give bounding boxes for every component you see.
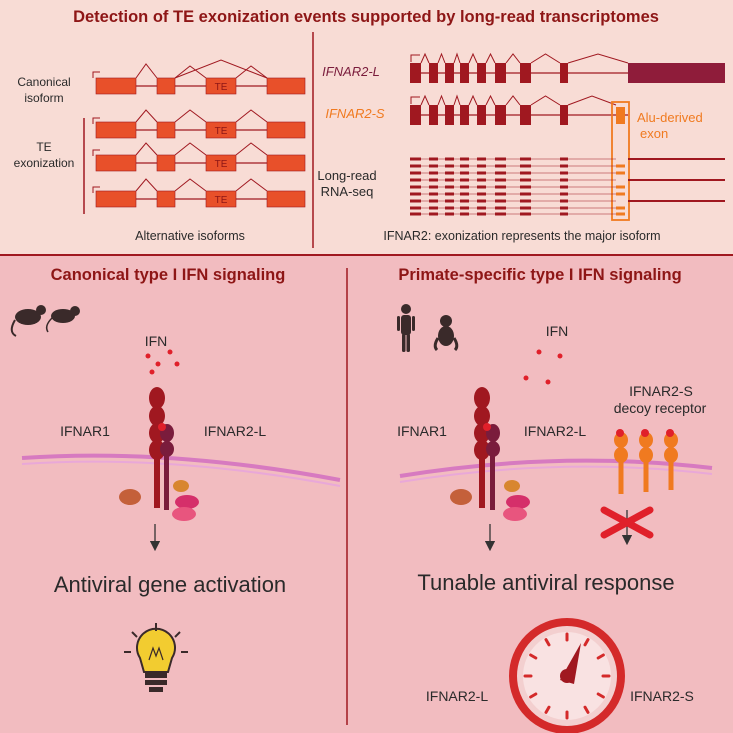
ifnar2-s-decoy-receptors bbox=[614, 429, 678, 494]
gauge-right-label: IFNAR2-S bbox=[630, 688, 694, 704]
ifnar2-l-gene-model bbox=[410, 52, 725, 83]
ifn-molecules-right bbox=[523, 349, 563, 385]
ifn-molecules-left bbox=[145, 349, 180, 375]
alternative-isoforms-caption: Alternative isoforms bbox=[135, 229, 245, 243]
alu-derived-label-1: Alu-derived bbox=[637, 110, 703, 125]
ifnar1-label-left: IFNAR1 bbox=[60, 423, 110, 439]
human-icon bbox=[397, 304, 415, 352]
gauge-left-label: IFNAR2-L bbox=[426, 688, 488, 704]
te-exon-text: TE bbox=[215, 82, 228, 93]
long-read-label-1: Long-read bbox=[317, 168, 376, 183]
ifnar2-caption: IFNAR2: exonization represents the major… bbox=[383, 229, 660, 243]
canonical-isoform-label-1: Canonical bbox=[17, 75, 70, 89]
ifn-bound-left bbox=[158, 423, 166, 431]
te-isoform-model-2 bbox=[92, 142, 306, 172]
te-exon-text-row3: TE bbox=[215, 195, 228, 206]
ifnar2-l-label-right: IFNAR2-L bbox=[524, 423, 586, 439]
te-exon-text-row1: TE bbox=[215, 126, 228, 137]
canonical-isoform-label-2: isoform bbox=[24, 91, 63, 105]
ifnar1-receptor-left bbox=[149, 387, 165, 508]
ifnar2-s-label: IFNAR2-S bbox=[325, 106, 385, 121]
top-title: Detection of TE exonization events suppo… bbox=[73, 8, 659, 26]
ifnar2-s-gene-model bbox=[410, 94, 628, 125]
alu-derived-label-2: exon bbox=[640, 126, 668, 141]
tunable-response-text: Tunable antiviral response bbox=[417, 570, 674, 595]
te-exon-text-row2: TE bbox=[215, 159, 228, 170]
long-read-alignments bbox=[410, 157, 725, 216]
gauge-icon bbox=[509, 618, 625, 733]
decoy-label-1: IFNAR2-S bbox=[629, 383, 693, 399]
ifn-label-left: IFN bbox=[145, 333, 168, 349]
rodent-icon bbox=[10, 305, 80, 337]
monkey-icon bbox=[433, 315, 459, 352]
ifnar2-l-label: IFNAR2-L bbox=[322, 64, 380, 79]
blocked-signal-icon bbox=[600, 506, 654, 546]
te-exonization-label-2: exonization bbox=[14, 156, 75, 170]
te-isoform-model-1 bbox=[92, 109, 306, 139]
primate-signaling-title: Primate-specific type I IFN signaling bbox=[398, 266, 681, 284]
signaling-complex-left bbox=[119, 480, 199, 521]
ifnar1-receptor-right bbox=[474, 387, 490, 508]
te-isoform-model-3 bbox=[92, 178, 306, 208]
te-exonization-label-1: TE bbox=[36, 140, 51, 154]
alu-exon-highlight-box bbox=[611, 101, 630, 221]
ifn-label-right: IFN bbox=[546, 323, 569, 339]
lightbulb-icon bbox=[124, 623, 188, 692]
canonical-isoform-model bbox=[92, 59, 306, 95]
ifn-bound-right bbox=[483, 423, 491, 431]
ifnar2-l-label-left: IFNAR2-L bbox=[204, 423, 266, 439]
ifnar1-label-right: IFNAR1 bbox=[397, 423, 447, 439]
decoy-label-2: decoy receptor bbox=[614, 400, 707, 416]
antiviral-activation-text: Antiviral gene activation bbox=[54, 572, 286, 597]
canonical-signaling-title: Canonical type I IFN signaling bbox=[51, 266, 286, 284]
long-read-label-2: RNA-seq bbox=[321, 184, 374, 199]
signaling-complex-right bbox=[450, 480, 530, 521]
cell-membrane-left bbox=[21, 453, 341, 482]
